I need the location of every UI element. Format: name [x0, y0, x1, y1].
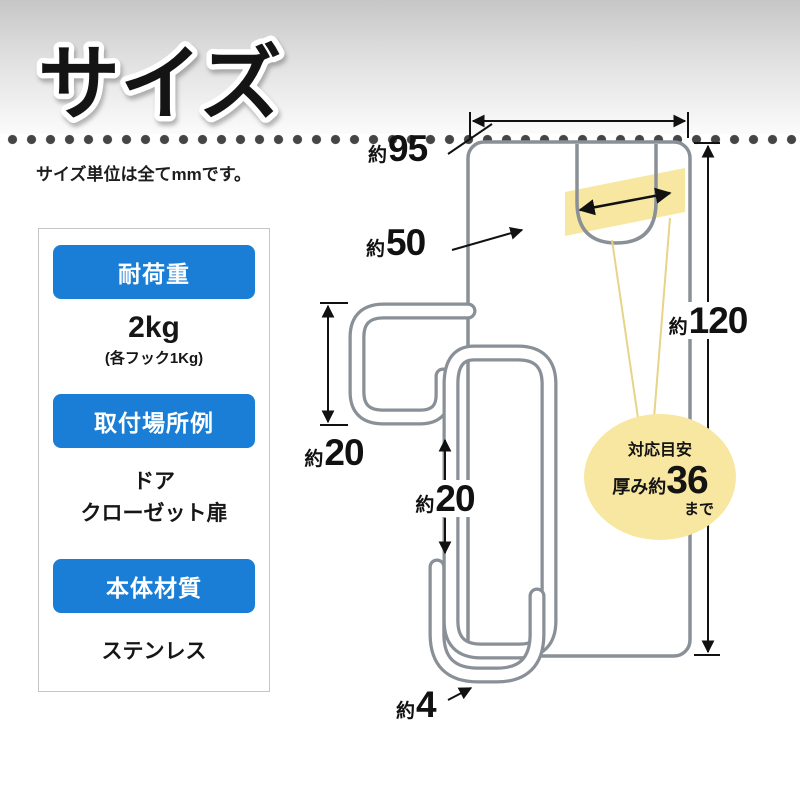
thickness-arrow	[578, 187, 672, 216]
spec-heading-material: 本体材質	[53, 559, 255, 613]
dimension-label-lower-hook: 約 20	[411, 478, 479, 519]
spec-value-install-location: ドア クローゼット扉	[53, 466, 255, 529]
badge-suffix: まで	[683, 500, 714, 518]
thickness-badge: 対応目安 厚み約 36 まで	[584, 414, 736, 540]
spec-value-load-capacity: 2kg	[128, 311, 180, 344]
dimension-label-height: 約 120	[664, 300, 752, 341]
install-location-line: クローゼット扉	[80, 501, 228, 525]
dimension-value: 4	[416, 684, 437, 725]
dimension-label-upper-hook: 約 20	[304, 432, 364, 473]
over-door-flap	[575, 144, 658, 245]
dimension-value: 20	[324, 432, 364, 473]
callout-line-left	[611, 239, 639, 419]
dimension-value: 20	[435, 478, 475, 519]
spec-heading-load-capacity: 耐荷重	[53, 245, 255, 299]
front-loop	[442, 344, 558, 660]
callout-line-right	[653, 217, 671, 419]
dimension-value: 50	[386, 222, 426, 263]
header-band	[0, 0, 800, 134]
dimension-lines	[320, 112, 720, 701]
badge-caption: 対応目安	[627, 441, 692, 459]
dimension-prefix: 約	[304, 449, 324, 470]
dimension-prefix: 約	[415, 495, 435, 516]
spec-value-material: ステンレス	[101, 640, 207, 663]
spec-panel: 耐荷重 2kg (各フック1Kg) 取付場所例 ドア クローゼット扉 本体材質 …	[38, 228, 270, 692]
dimension-label-wire-diameter: 約 4	[396, 684, 437, 725]
dimension-prefix: 約	[396, 701, 416, 722]
dimension-value: 95	[388, 128, 428, 169]
page-title-text: サイズ	[38, 39, 282, 130]
badge-prefix: 厚み約	[612, 476, 667, 497]
units-note: サイズ単位は全てmmです。	[36, 165, 252, 184]
dimension-prefix: 約	[366, 239, 386, 260]
badge-main: 厚み約 36	[612, 458, 708, 502]
badge-value: 36	[666, 458, 708, 502]
dimension-label-top-width: 約 95	[368, 128, 428, 169]
dimension-value: 120	[688, 300, 749, 341]
spec-note-load-capacity: (各フック1Kg)	[104, 350, 204, 367]
spec-heading-install-location: 取付場所例	[53, 394, 255, 448]
install-location-line: ドア	[133, 470, 175, 493]
dimension-label-over-door-depth: 約 50	[366, 222, 426, 263]
dimension-prefix: 約	[368, 145, 388, 166]
lower-hook	[428, 558, 546, 684]
page-title: サイズ	[33, 34, 288, 136]
dimension-prefix: 約	[668, 317, 688, 338]
upper-hook	[348, 302, 477, 426]
